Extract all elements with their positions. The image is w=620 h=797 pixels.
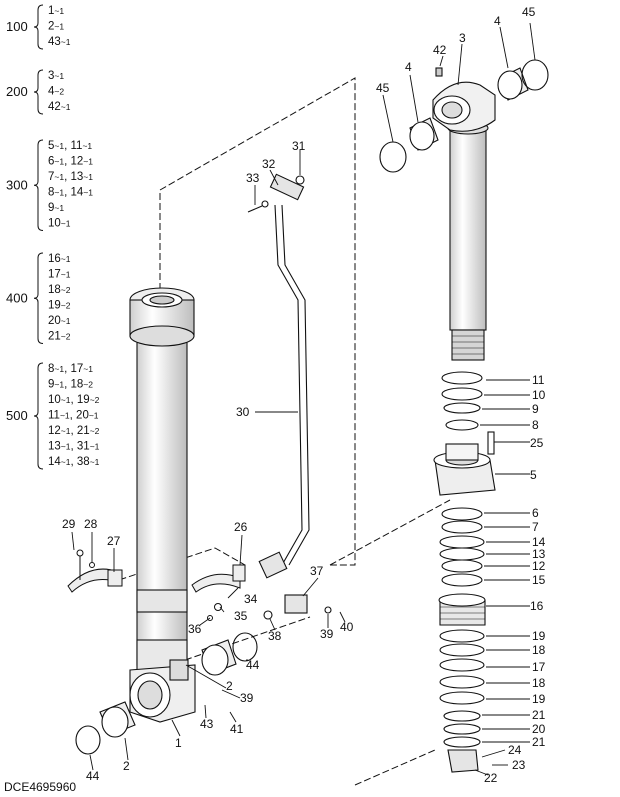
part-callout: 31 <box>292 139 306 153</box>
part-callout: 21 <box>532 735 546 749</box>
kit-group-line: 1~1 <box>48 5 64 17</box>
hydraulic-pipe <box>247 173 310 579</box>
part-callout: 18 <box>532 676 546 690</box>
part-callout: 18 <box>532 643 546 657</box>
kit-group-code: 200 <box>6 84 28 99</box>
kit-group-line: 10~1, 19~2 <box>48 394 100 406</box>
part-callout: 11 <box>532 373 545 387</box>
kit-group-line: 17~1 <box>48 269 71 281</box>
drawing-code: DCE4695960 <box>4 780 76 794</box>
kit-group-line: 16~1 <box>48 253 71 265</box>
part-callout: 36 <box>188 622 202 636</box>
part-callout: 44 <box>246 658 260 672</box>
kit-group-line: 5~1, 11~1 <box>48 140 92 152</box>
part-callout: 14 <box>532 535 546 549</box>
part-callout: 22 <box>484 771 498 785</box>
part-callout: 41 <box>230 722 244 736</box>
kit-group-line: 14~1, 38~1 <box>48 456 100 468</box>
kit-group-bracket <box>33 362 44 470</box>
part-callout: 32 <box>262 157 276 171</box>
kit-group-line: 8~1, 14~1 <box>48 187 93 199</box>
part-callout: 45 <box>376 81 390 95</box>
part-callout: 19 <box>532 629 546 643</box>
part-callout: 16 <box>530 599 544 613</box>
part-callout: 37 <box>310 564 324 578</box>
kit-group-code: 500 <box>6 408 28 423</box>
part-callout: 43 <box>200 717 214 731</box>
part-callout: 17 <box>532 660 546 674</box>
part-callout: 26 <box>234 520 248 534</box>
kit-group-line: 7~1, 13~1 <box>48 171 93 183</box>
kit-group-line: 43~1 <box>48 36 71 48</box>
part-callout: 25 <box>530 436 544 450</box>
cylinder-tube <box>129 287 196 723</box>
part-callout: 39 <box>320 627 334 641</box>
kit-group-code: 100 <box>6 19 28 34</box>
kit-group-line: 4~2 <box>48 86 64 98</box>
part-callout: 28 <box>84 517 98 531</box>
part-callout: 12 <box>532 559 546 573</box>
part-callout: 3 <box>459 31 466 45</box>
part-callout: 23 <box>512 758 526 772</box>
part-callout: 27 <box>107 534 121 548</box>
kit-table: 100 1~1 2~1 43~1 200 3~1 4~2 42~1 300 5~1, 11~1 6~… <box>6 4 100 470</box>
part-callout: 6 <box>532 506 539 520</box>
piston-rod <box>379 59 549 361</box>
part-callout: 5 <box>530 468 537 482</box>
kit-group-line: 21~2 <box>48 331 71 343</box>
part-callout: 4 <box>494 14 501 28</box>
part-callout: 40 <box>340 620 354 634</box>
kit-group-line: 42~1 <box>48 101 71 113</box>
kit-group-line: 12~1, 21~2 <box>48 425 100 437</box>
part-callout: 39 <box>240 691 254 705</box>
part-callout: 8 <box>532 418 539 432</box>
part-callout: 7 <box>532 520 539 534</box>
kit-group-line: 8~1, 17~1 <box>48 363 93 375</box>
part-callout: 2 <box>123 759 130 773</box>
kit-group-bracket <box>33 252 44 344</box>
part-callout: 19 <box>532 692 546 706</box>
part-callout: 44 <box>86 769 100 783</box>
kit-group-line: 9~1, 18~2 <box>48 379 93 391</box>
part-callout: 38 <box>268 629 282 643</box>
part-callout: 13 <box>532 547 546 561</box>
part-callout: 4 <box>405 60 412 74</box>
pipe-clamps <box>67 549 246 621</box>
part-callout: 33 <box>246 171 260 185</box>
kit-group-line: 2~1 <box>48 21 64 33</box>
part-callout: 24 <box>508 743 522 757</box>
part-callout: 35 <box>234 609 248 623</box>
part-callout: 29 <box>62 517 76 531</box>
leader-lines <box>71 22 536 776</box>
part-callout: 15 <box>532 573 546 587</box>
kit-group-line: 6~1, 12~1 <box>48 156 93 168</box>
part-callout: 1 <box>175 736 182 750</box>
kit-group-bracket <box>33 139 44 231</box>
kit-group-line: 20~1 <box>48 315 71 327</box>
part-callout: 42 <box>433 43 447 57</box>
kit-group-line: 10~1 <box>48 218 71 230</box>
part-callout: 21 <box>532 708 546 722</box>
kit-group-line: 3~1 <box>48 70 64 82</box>
kit-group-bracket <box>33 69 44 115</box>
callout-labels: 1110982556714131215161918171819212021242… <box>62 5 546 785</box>
part-callout: 2 <box>226 679 233 693</box>
part-callout: 34 <box>244 592 258 606</box>
seal-stack <box>433 371 496 773</box>
kit-group-line: 11~1, 20~1 <box>48 410 99 422</box>
part-callout: 9 <box>532 402 539 416</box>
kit-group-line: 9~1 <box>48 202 64 214</box>
kit-group-code: 400 <box>6 290 28 305</box>
kit-group-line: 13~1, 31~1 <box>48 441 100 453</box>
part-callout: 45 <box>522 5 536 19</box>
part-callout: 30 <box>236 405 250 419</box>
kit-group-bracket <box>33 4 44 50</box>
part-callout: 10 <box>532 388 546 402</box>
kit-group-line: 19~2 <box>48 300 71 312</box>
kit-group-code: 300 <box>6 177 28 192</box>
kit-group-line: 18~2 <box>48 284 71 296</box>
part-callout: 20 <box>532 722 546 736</box>
bottom-bushings <box>75 594 332 755</box>
